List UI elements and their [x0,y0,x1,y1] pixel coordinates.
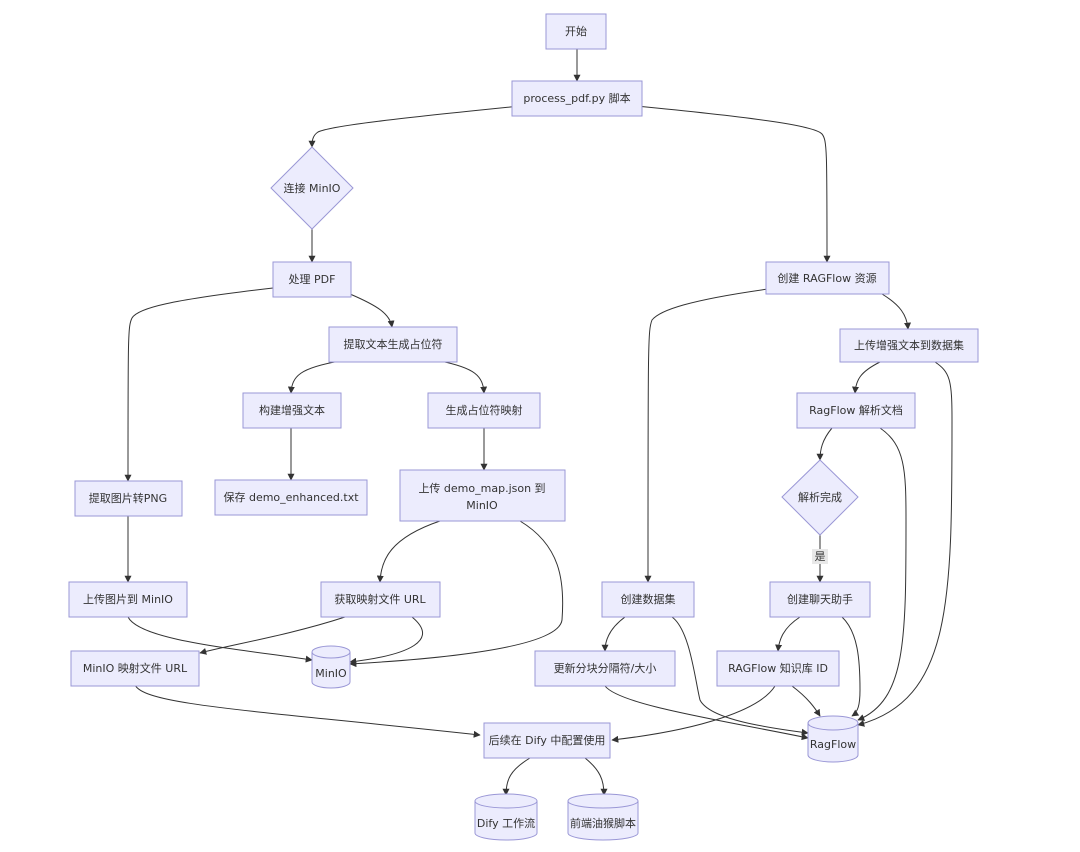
node-script[interactable]: process_pdf.py 脚本 [511,80,643,117]
edge-label-yes: 是 [812,549,828,564]
node-build-enhanced-label: 构建增强文本 [259,403,325,417]
edge-dify-flow [502,757,531,796]
edge-parse-done [816,427,833,461]
node-dify-config[interactable]: 后续在 Dify 中配置使用 [483,722,611,759]
edge-process-extractimg [124,287,274,482]
node-get-map-url-label: 获取映射文件 URL [334,592,426,606]
node-build-enhanced[interactable]: 构建增强文本 [242,392,342,429]
node-minio-db-label: MinIO [315,667,347,680]
node-start[interactable]: 开始 [545,13,607,50]
edge-update-ragflowdb [604,685,809,741]
node-upload-enhanced-label: 上传增强文本到数据集 [854,338,964,352]
edge-uploadmap-geturl [376,520,441,583]
edge-script-ragflow [635,105,831,263]
node-save-enhanced[interactable]: 保存 demo_enhanced.txt [214,479,368,516]
node-ragflow-res-label: 创建 RAGFlow 资源 [777,271,876,285]
node-dify-flow-label: Dify 工作流 [477,816,535,830]
node-script-label: process_pdf.py 脚本 [523,91,630,105]
edge-createdataset-ragflowdb [671,616,809,736]
node-upload-map[interactable]: 上传 demo_map.json 到 MinIO [399,469,566,522]
edge-uploadmap-minio [349,520,564,668]
nodes: 开始 process_pdf.py 脚本 连接 MinIO 处理 PDF 提取文… [68,13,979,841]
node-create-chat-label: 创建聊天助手 [787,592,853,606]
edge-ragflow-uploadenh [881,293,912,330]
node-ragflow-db-label: RagFlow [810,738,856,751]
edge-createdataset-update [601,616,626,652]
node-ragflow-res[interactable]: 创建 RAGFlow 资源 [765,261,890,295]
node-upload-images[interactable]: 上传图片到 MinIO [68,581,188,618]
node-kb-id-label: RAGFlow 知识库 ID [728,661,828,675]
edge-ragflow-createdataset [644,288,769,583]
node-save-enhanced-label: 保存 demo_enhanced.txt [223,490,359,504]
node-gen-map-label: 生成占位符映射 [446,403,523,417]
node-connect-minio-label: 连接 MinIO [284,182,341,195]
node-gen-map[interactable]: 生成占位符映射 [427,392,541,429]
node-kb-id[interactable]: RAGFlow 知识库 ID [716,650,840,687]
edge-uploadenh-parse [851,361,881,394]
edge-script-connect [308,105,521,148]
node-update-chunk[interactable]: 更新分块分隔符/大小 [534,650,676,687]
node-extract-images[interactable]: 提取图片转PNG [74,480,183,517]
edge-extracttext-genmap [439,360,488,394]
edge-chat-kbid [775,616,801,652]
node-minio-db[interactable]: MinIO [311,645,351,689]
edge-kbid-ragflowdb [791,685,821,717]
edge-uploadimg-minio [127,616,313,663]
edge-geturl-minio [349,616,424,665]
node-frontend-script[interactable]: 前端油猴脚本 [567,793,639,841]
node-start-label: 开始 [565,24,587,38]
edge-chat-ragflowdb [841,616,861,717]
node-frontend-script-label: 前端油猴脚本 [570,816,636,830]
edge-kbid-dify [611,685,776,743]
node-connect-minio[interactable]: 连接 MinIO [270,146,354,230]
node-parse-done-label: 解析完成 [798,490,842,504]
node-minio-map-url-label: MinIO 映射文件 URL [83,661,188,675]
node-upload-enhanced[interactable]: 上传增强文本到数据集 [839,328,979,363]
node-create-dataset-label: 创建数据集 [621,592,676,606]
node-dify-config-label: 后续在 Dify 中配置使用 [489,733,606,747]
edge-mapurl-dify [134,684,481,738]
node-create-chat[interactable]: 创建聊天助手 [769,581,871,618]
node-extract-images-label: 提取图片转PNG [89,491,167,505]
edges [124,49,953,796]
node-get-map-url[interactable]: 获取映射文件 URL [320,581,441,618]
node-parse-doc-label: RagFlow 解析文档 [809,403,903,417]
node-update-chunk-label: 更新分块分隔符/大小 [554,661,657,675]
node-process-pdf-label: 处理 PDF [289,273,336,286]
edge-label-yes-text: 是 [815,550,826,563]
edge-parse-ragflowdb [857,427,907,721]
edge-geturl-mapurl [199,616,346,655]
node-upload-map-label-2: MinIO [466,499,498,512]
node-parse-doc[interactable]: RagFlow 解析文档 [796,392,916,429]
node-extract-text[interactable]: 提取文本生成占位符 [328,326,458,363]
edge-uploadenh-ragflowdb [857,361,953,727]
node-upload-map-label-1: 上传 demo_map.json 到 [418,482,545,495]
edge-process-extracttext [349,293,395,328]
edge-dify-frontend [584,757,608,796]
node-upload-images-label: 上传图片到 MinIO [83,593,173,606]
node-create-dataset[interactable]: 创建数据集 [601,581,695,618]
node-parse-done[interactable]: 解析完成 [781,459,859,536]
node-extract-text-label: 提取文本生成占位符 [344,337,443,351]
edge-extracttext-build [287,360,341,394]
node-process-pdf[interactable]: 处理 PDF [272,261,352,298]
node-minio-map-url[interactable]: MinIO 映射文件 URL [70,650,200,687]
node-dify-flow[interactable]: Dify 工作流 [474,793,538,841]
node-ragflow-db[interactable]: RagFlow [807,715,859,763]
